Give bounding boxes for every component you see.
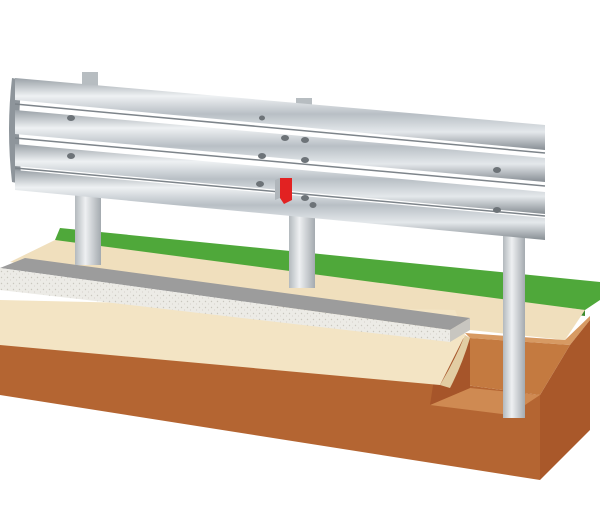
reflector (280, 178, 292, 204)
asphalt-side (0, 268, 450, 342)
asphalt-top (0, 258, 470, 330)
base-layer-curve (440, 335, 470, 388)
rail-top (15, 78, 545, 150)
bolts (67, 115, 501, 213)
rail-upper-middle (15, 110, 545, 182)
reflector-shade (275, 178, 280, 200)
soil-side (540, 320, 590, 480)
rail-bottom (15, 170, 545, 240)
soil-top (465, 316, 590, 345)
asphalt-end (450, 318, 470, 342)
grass-strip (55, 228, 600, 310)
